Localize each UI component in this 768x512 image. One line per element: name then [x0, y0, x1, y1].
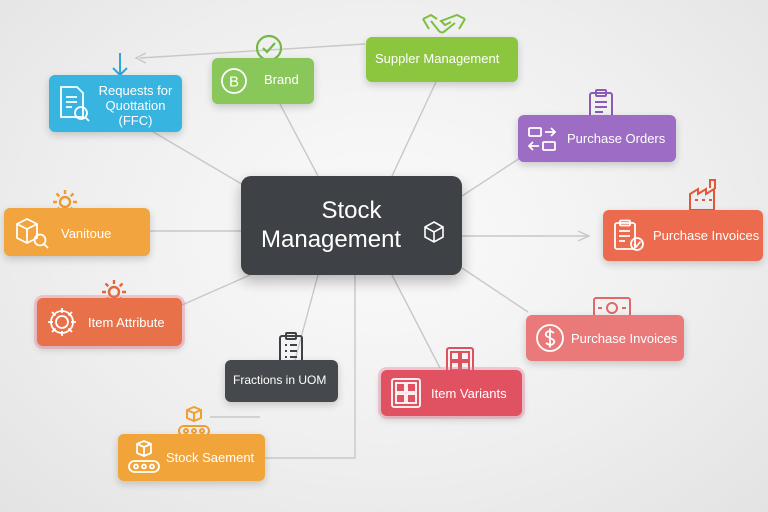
node-label: Brand [264, 72, 299, 87]
node-label: Purchase Invoices [653, 228, 760, 243]
node-item-variants[interactable]: Item Variants [381, 370, 522, 416]
node-purchase-orders[interactable]: Purchase Orders [518, 115, 676, 162]
node-purchase-invoices-bottom[interactable]: Purchase Invoices [526, 315, 684, 361]
document-search-icon [57, 85, 91, 123]
clipboard-check-icon [612, 219, 646, 253]
grid-icon [390, 377, 422, 409]
handshake-icon [420, 10, 468, 42]
node-item-attribute[interactable]: Item Attribute [37, 298, 182, 346]
node-supplier-management[interactable]: Suppler Management [366, 37, 518, 82]
cube-icon [422, 220, 446, 251]
node-purchase-invoices-top[interactable]: Purchase Invoices [603, 210, 763, 261]
factory-icon [688, 178, 720, 212]
node-label: (FFC) [118, 113, 153, 128]
node-fractions-in-uom[interactable]: Fractions in UOM [225, 360, 338, 402]
gear-icon [45, 305, 79, 339]
node-label: Item Attribute [88, 315, 165, 330]
node-label: Item Variants [431, 386, 507, 401]
node-label: Purchase Orders [567, 131, 666, 146]
node-label: Quottation [105, 98, 166, 113]
node-label: Vanitoue [61, 226, 112, 241]
conveyor-box-icon [126, 440, 162, 476]
node-label: Purchase Invoices [571, 331, 678, 346]
swap-list-icon [527, 125, 557, 153]
node-stock-saement[interactable]: Stock Saement [118, 434, 265, 481]
grid-icon [444, 345, 476, 377]
center-title-line2: Management [261, 226, 402, 253]
node-label: Requests for [98, 83, 173, 98]
node-brand[interactable]: B Brand [212, 58, 314, 104]
b-circle-icon: B [220, 67, 248, 95]
node-label: Suppler Management [375, 51, 500, 66]
center-title-line1: Stock [321, 197, 382, 224]
svg-text:B: B [229, 74, 239, 91]
dollar-circle-icon [534, 322, 566, 354]
node-vanitoue[interactable]: Vanitoue [4, 208, 150, 256]
node-requests-for-quotation[interactable]: Requests for Quottation (FFC) [49, 75, 182, 132]
node-label: Fractions in UOM [233, 373, 327, 387]
center-node-stock-management[interactable]: Stock Management [241, 176, 462, 275]
box-search-icon [13, 216, 51, 250]
node-label: Stock Saement [166, 450, 255, 465]
